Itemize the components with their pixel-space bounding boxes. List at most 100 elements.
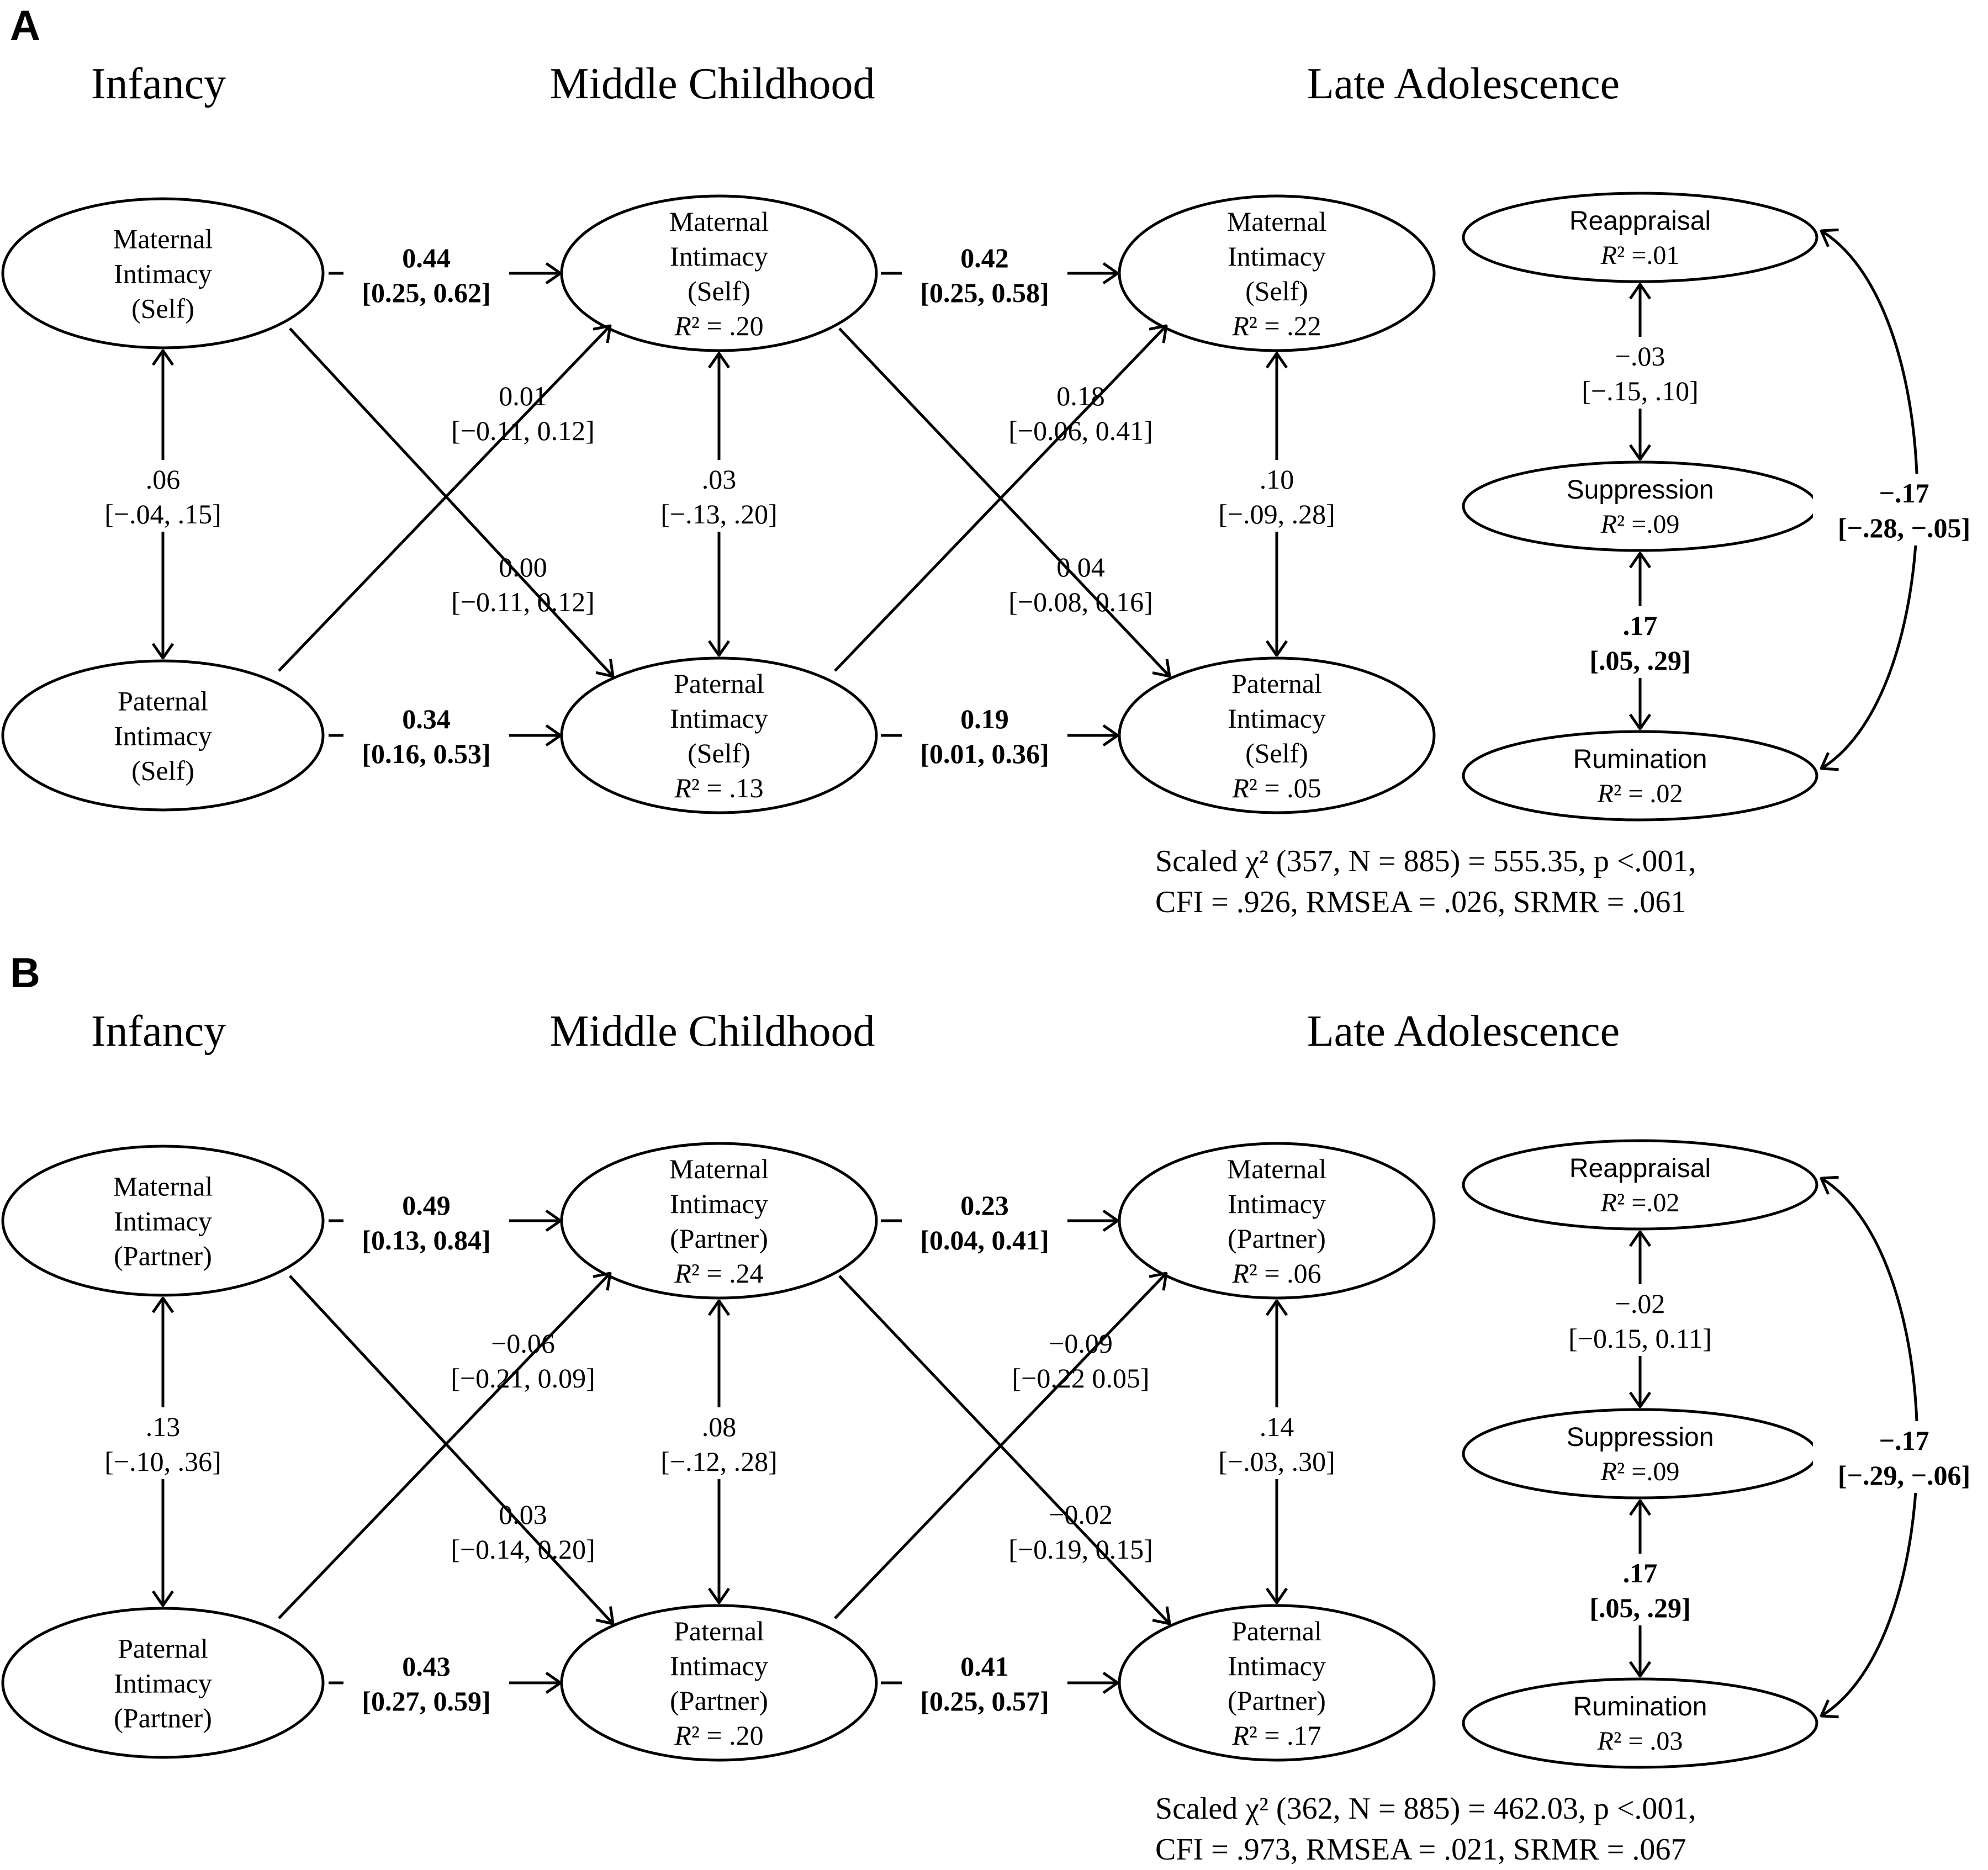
node-label-line: (Self) <box>688 276 750 306</box>
coefficient-estimate: .10 <box>1260 464 1294 495</box>
coefficient-ci: [0.16, 0.53] <box>362 738 490 769</box>
coefficient-ci: [−0.08, 0.16] <box>1008 586 1153 617</box>
path-coefficient-mi1-mi2: 0.44[0.25, 0.62] <box>343 239 509 310</box>
coefficient-estimate: −.17 <box>1879 1425 1929 1456</box>
label-background <box>80 460 246 532</box>
node-label-line: Intimacy <box>670 703 768 734</box>
node-ellipse <box>1462 1677 1818 1769</box>
node-label-line: Maternal <box>669 1153 769 1184</box>
label-background <box>902 239 1067 310</box>
node-label-line: (Partner) <box>114 1241 212 1272</box>
node-label-line: (Self) <box>1245 738 1308 769</box>
coefficient-ci: [.05, .29] <box>1589 1592 1690 1623</box>
label-background <box>1557 337 1723 409</box>
node-label-line: (Partner) <box>1228 1685 1326 1716</box>
coefficient-estimate: .13 <box>146 1411 181 1442</box>
coefficient-ci: [−.15, .10] <box>1582 375 1699 406</box>
coefficient-ci: [.05, .29] <box>1589 645 1690 676</box>
panel-letter: A <box>10 2 40 49</box>
coefficient-ci: [−.03, .30] <box>1218 1446 1335 1477</box>
node-label-line: R² = .22 <box>1231 310 1321 341</box>
coefficient-estimate: −0.09 <box>1049 1328 1113 1359</box>
node-ellipse <box>1 659 325 812</box>
node-label-line: (Self) <box>688 738 750 769</box>
path-coefficient-cov2: .08 [−.12, .28] <box>636 1407 802 1479</box>
coefficient-ci: [−0.21, 0.09] <box>451 1363 595 1394</box>
node-label-line: R² = .17 <box>1231 1720 1321 1751</box>
node-label-line: (Partner) <box>1228 1223 1326 1254</box>
label-background <box>1557 1284 1723 1356</box>
period-heading: Middle Childhood <box>550 60 875 108</box>
node-label-line: R² =.02 <box>1600 1188 1680 1217</box>
label-background <box>1194 460 1360 532</box>
path-arrow-mi2-pi3 <box>838 1275 1170 1624</box>
node-label-line: (Partner) <box>670 1685 768 1716</box>
node-label-line: R² = .03 <box>1597 1726 1683 1756</box>
coefficient-estimate: −.17 <box>1879 478 1929 508</box>
period-heading: Late Adolescence <box>1307 1007 1620 1056</box>
coefficient-estimate: .14 <box>1260 1411 1294 1442</box>
coefficient-estimate: .08 <box>702 1411 737 1442</box>
node-label-line: Intimacy <box>1228 1188 1326 1219</box>
coefficient-estimate: 0.42 <box>960 242 1009 273</box>
path-coefficient-mi2-pi3: 0.04[−0.08, 0.16] <box>1008 552 1153 617</box>
coefficient-ci: [−.04, .15] <box>104 499 221 529</box>
coefficient-ci: [−.28, −.05] <box>1838 512 1970 543</box>
node-label-line: (Self) <box>131 293 194 324</box>
path-coefficient-cov3: .14 [−.03, .30] <box>1194 1407 1360 1479</box>
node-label-line: R² = .02 <box>1597 779 1683 808</box>
coefficient-estimate: .03 <box>702 464 737 495</box>
fit-line-2: CFI = .926, RMSEA = .026, SRMR = .061 <box>1155 885 1686 919</box>
node-label-line: Maternal <box>113 224 213 255</box>
coefficient-estimate: .17 <box>1623 1558 1658 1588</box>
path-coefficient-mi1-pi2: 0.00 [−0.11, 0.12] <box>451 552 595 617</box>
path-coefficient-mi2-pi3: −0.02[−0.19, 0.15] <box>1008 1499 1153 1565</box>
path-arrow-pi1-mi2 <box>278 326 610 672</box>
node-label-line: Intimacy <box>670 241 768 272</box>
path-coefficient-cov1: .13[−.10, .36] <box>80 1407 246 1479</box>
coefficient-ci: [−0.19, 0.15] <box>1008 1534 1153 1565</box>
coefficient-estimate: 0.03 <box>499 1499 547 1530</box>
node-label-line: R² = .05 <box>1231 772 1321 803</box>
coefficient-ci: [−0.11, 0.12] <box>451 586 595 617</box>
coefficient-ci: [−.12, .28] <box>660 1446 778 1477</box>
node-ellipse <box>1118 1604 1436 1762</box>
coefficient-ci: [−.09, .28] <box>1218 499 1335 529</box>
coefficient-estimate: 0.00 <box>499 552 547 582</box>
fit-line-1: Scaled χ² (362, N = 885) = 462.03, p <.0… <box>1155 1792 1696 1826</box>
node-ellipse <box>1 1145 325 1297</box>
label-background <box>902 700 1067 771</box>
node-label-line: Intimacy <box>114 721 212 751</box>
coefficient-ci: [−0.22 0.05] <box>1012 1363 1150 1394</box>
path-coefficient-supp-rum: .17[.05, .29] <box>1557 606 1723 678</box>
path-coefficient-pi1-mi2: −0.06[−0.21, 0.09] <box>451 1328 595 1394</box>
coefficient-ci: [−.29, −.06] <box>1838 1460 1970 1491</box>
node-ellipse <box>1118 1142 1436 1300</box>
path-coefficient-reap-rum: −.17 [−.29, −.06] <box>1813 1421 1988 1493</box>
path-arrow-mi2-pi3 <box>838 327 1170 676</box>
node-label-line: R² = .06 <box>1231 1258 1321 1289</box>
node-label-line: Rumination <box>1573 1692 1707 1721</box>
coefficient-estimate: 0.34 <box>402 703 451 734</box>
path-coefficient-reap-supp: −.03[−.15, .10] <box>1557 337 1723 409</box>
period-heading: Middle Childhood <box>550 1007 875 1056</box>
node-ellipse <box>1118 194 1436 352</box>
path-coefficient-mi1-mi2: 0.49[0.13, 0.84] <box>343 1186 509 1258</box>
node-label-line: (Partner) <box>670 1223 768 1254</box>
node-label-line: (Self) <box>1245 276 1308 306</box>
coefficient-estimate: 0.01 <box>499 380 547 411</box>
node-label-line: Suppression <box>1567 475 1714 505</box>
label-background <box>902 1186 1067 1258</box>
coefficient-ci: [−0.15, 0.11] <box>1568 1323 1712 1354</box>
